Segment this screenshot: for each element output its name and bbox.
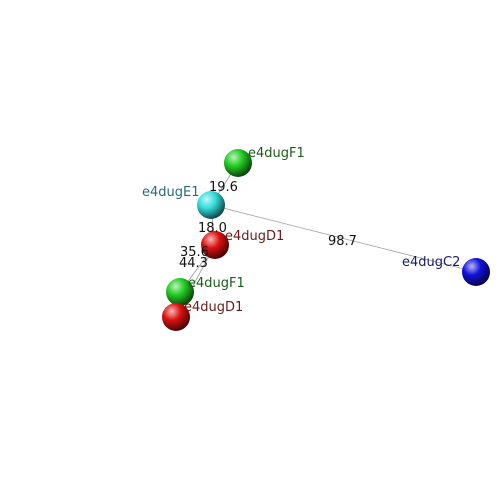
node-label: e4dugC2 bbox=[402, 255, 460, 270]
edge-distance-label: 19.6 bbox=[209, 180, 238, 195]
atom-sphere[interactable] bbox=[166, 278, 194, 306]
edge-distance-label: 98.7 bbox=[328, 234, 357, 249]
edge-distance-label: 18.0 bbox=[198, 221, 227, 236]
node-label: e4dugE1 bbox=[142, 185, 200, 200]
atom-sphere[interactable] bbox=[462, 258, 490, 286]
atom-sphere[interactable] bbox=[224, 149, 252, 177]
node-e4dugE1-1[interactable]: e4dugE1 bbox=[142, 185, 225, 219]
node-e4dugD1-2[interactable]: e4dugD1 bbox=[201, 229, 284, 259]
nodes-layer: e4dugF1 e4dugE1 e4dugD1 e4dugC2 e4dugF1 e4dug… bbox=[142, 146, 490, 331]
atom-sphere[interactable] bbox=[162, 303, 190, 331]
edge-n1-n3 bbox=[210, 204, 477, 273]
edge-distance-label: 35.6 bbox=[180, 245, 209, 260]
atom-sphere[interactable] bbox=[197, 191, 225, 219]
node-e4dugF1-4[interactable]: e4dugF1 bbox=[166, 276, 245, 306]
node-e4dugD1-5[interactable]: e4dugD1 bbox=[162, 300, 243, 331]
atom-sphere[interactable] bbox=[201, 231, 229, 259]
node-e4dugF1-0[interactable]: e4dugF1 bbox=[224, 146, 305, 177]
node-label: e4dugD1 bbox=[225, 229, 284, 244]
node-label: e4dugF1 bbox=[248, 146, 305, 161]
edge-labels-layer: 19.6 18.0 98.7 35.644.3 bbox=[179, 180, 357, 271]
edge-distance-label: 44.3 bbox=[179, 256, 208, 271]
node-e4dugC2-3[interactable]: e4dugC2 bbox=[402, 255, 490, 286]
node-label: e4dugF1 bbox=[188, 276, 245, 291]
node-label: e4dugD1 bbox=[184, 300, 243, 315]
